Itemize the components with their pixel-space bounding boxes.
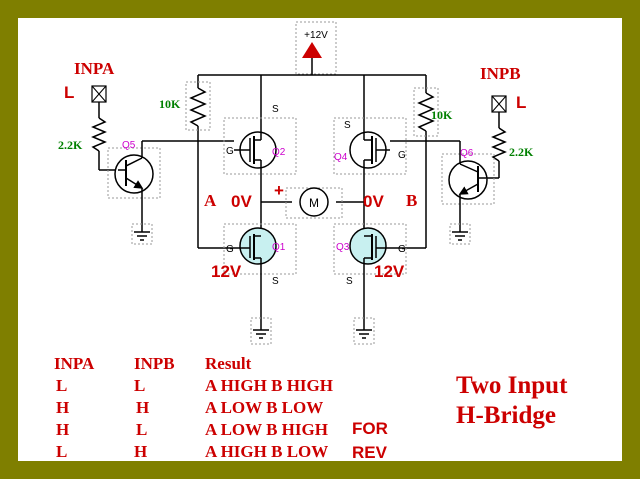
q1-gate-voltage: 12V [211, 262, 242, 281]
resistor-label-left: 10K [159, 97, 181, 111]
mosfet-q4 [333, 117, 407, 175]
q3-label: Q3 [336, 242, 350, 253]
node-a-label: A [204, 191, 217, 210]
mosfet-q2 [223, 117, 297, 175]
q3-gate-voltage: 12V [374, 262, 405, 281]
table-cell-b: L [136, 420, 148, 439]
ground-icon [250, 317, 272, 345]
table-cell-b: L [134, 376, 146, 395]
mosfet-q3 [333, 223, 407, 275]
resistor-label-right: 10K [431, 108, 453, 122]
q1-label: Q1 [272, 242, 286, 253]
direction-note-reverse: REV [352, 443, 387, 462]
motor-plus-label: + [274, 181, 284, 200]
supply-12v: +12V [295, 21, 337, 75]
ground-icon [353, 317, 375, 345]
input-terminal-icon [491, 95, 507, 128]
table-cell-result: A LOW B LOW [205, 398, 324, 417]
q2-label: Q2 [272, 147, 286, 158]
node-a-voltage: 0V [231, 192, 252, 211]
h-bridge-circuit: +12V 10K 10K [58, 21, 534, 345]
table-header-inpa: INPA [54, 354, 95, 373]
title-line-2: H-Bridge [456, 402, 556, 429]
transistor-q6 [426, 140, 495, 232]
q4-source-label: S [344, 120, 351, 131]
supply-label: +12V [304, 30, 328, 41]
resistor-2-2k-left [91, 117, 118, 171]
q4-label: Q4 [334, 152, 348, 163]
direction-note-forward: FOR [352, 419, 388, 438]
node-b-voltage: 0V [363, 192, 384, 211]
input-terminal-icon [91, 85, 107, 118]
q4-gate-label: G [398, 150, 406, 161]
q6-label: Q6 [460, 148, 474, 159]
resistor-10k-right [413, 75, 439, 141]
base-resistor-label-right: 2.2K [509, 145, 534, 159]
ground-icon [449, 223, 471, 245]
q5-label: Q5 [122, 140, 136, 151]
table-cell-result: A HIGH B HIGH [205, 376, 333, 395]
table-cell-a: L [56, 442, 68, 461]
q1-source-label: S [272, 276, 279, 287]
inpb-state: L [516, 93, 526, 112]
q2-gate-label: G [226, 146, 234, 157]
ground-icon [131, 223, 153, 245]
node-b-label: B [406, 191, 417, 210]
q2-source-label: S [272, 104, 279, 115]
resistor-10k-left [185, 75, 211, 141]
table-cell-a: H [56, 398, 70, 417]
mosfet-q1 [223, 223, 297, 275]
inpb-label: INPB [480, 64, 521, 83]
table-header-inpb: INPB [134, 354, 175, 373]
table-cell-a: L [56, 376, 68, 395]
motor: M [261, 187, 364, 219]
base-resistor-label-left: 2.2K [58, 138, 83, 152]
resistor-2-2k-right [486, 127, 507, 179]
table-cell-a: H [56, 420, 70, 439]
table-cell-result: A LOW B HIGH [205, 420, 328, 439]
transistor-q5 [107, 140, 198, 232]
q3-gate-label: G [398, 244, 406, 255]
motor-label: M [309, 196, 319, 210]
schematic-panel: +12V 10K 10K [18, 18, 622, 462]
table-cell-b: H [134, 442, 148, 461]
table-header-result: Result [205, 354, 252, 373]
table-cell-b: H [136, 398, 150, 417]
inpa-label: INPA [74, 59, 115, 78]
supply-arrow-icon [302, 42, 322, 58]
q3-source-label: S [346, 276, 353, 287]
inpa-state: L [64, 83, 74, 102]
q1-gate-label: G [226, 244, 234, 255]
table-cell-result: A HIGH B LOW [205, 442, 329, 461]
title-line-1: Two Input [456, 372, 568, 399]
